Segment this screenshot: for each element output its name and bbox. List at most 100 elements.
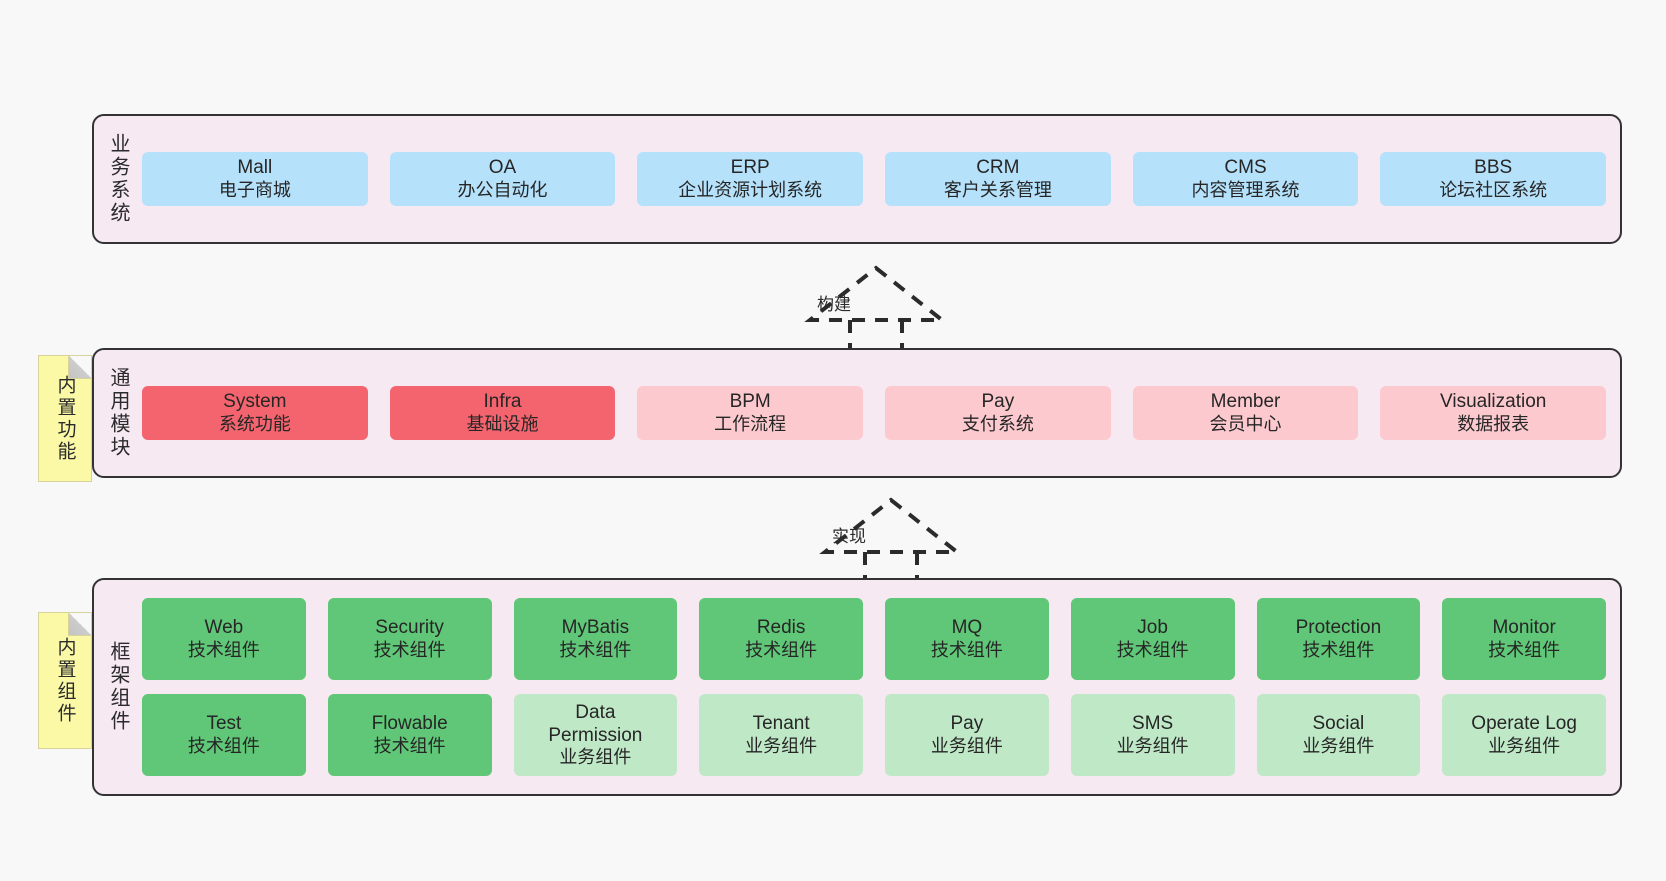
- card-mybatis-cn: 技术组件: [559, 639, 632, 660]
- card-job-cn: 技术组件: [1116, 639, 1189, 660]
- card-crm-en: CRM: [976, 157, 1020, 179]
- card-visualization-en: Visualization: [1440, 391, 1547, 413]
- card-tenant[interactable]: Tenant 业务组件: [699, 694, 863, 776]
- card-mall-en: Mall: [237, 157, 273, 179]
- card-protection-cn: 技术组件: [1302, 639, 1375, 660]
- card-cms-en: CMS: [1224, 157, 1267, 179]
- card-monitor-en: Monitor: [1492, 617, 1556, 639]
- row-business-components: Test 技术组件 Flowable 技术组件 Data Permission …: [142, 694, 1606, 776]
- card-member-en: Member: [1210, 391, 1281, 413]
- card-mall-cn: 电子商城: [218, 179, 291, 200]
- card-pay-module[interactable]: Pay 支付系统: [885, 386, 1111, 440]
- layer-body-framework-components: Web 技术组件 Security 技术组件 MyBatis 技术组件 Redi…: [142, 580, 1620, 794]
- layer-business-systems: 业务系统 Mall 电子商城 OA 办公自动化 ERP 企业资源计划系统 CRM…: [92, 114, 1622, 244]
- card-system-en: System: [223, 391, 287, 413]
- card-oa-cn: 办公自动化: [457, 179, 548, 200]
- card-redis[interactable]: Redis 技术组件: [699, 598, 863, 680]
- note-builtin-features: 内置功能: [38, 355, 92, 482]
- card-visualization-cn: 数据报表: [1457, 413, 1530, 434]
- card-cms-cn: 内容管理系统: [1191, 179, 1300, 200]
- card-redis-cn: 技术组件: [745, 639, 818, 660]
- card-flowable-cn: 技术组件: [373, 735, 446, 756]
- layer-title-framework-components: 框架组件: [107, 641, 129, 733]
- card-social-en: Social: [1312, 713, 1365, 735]
- card-crm-cn: 客户关系管理: [943, 179, 1052, 200]
- card-web[interactable]: Web 技术组件: [142, 598, 306, 680]
- card-bbs[interactable]: BBS 论坛社区系统: [1380, 152, 1607, 206]
- card-pay-component-en: Pay: [950, 713, 984, 735]
- layer-framework-components: 框架组件 Web 技术组件 Security 技术组件 MyBatis 技术组件…: [92, 578, 1622, 796]
- card-data-permission-cn: 业务组件: [559, 747, 632, 768]
- card-infra[interactable]: Infra 基础设施: [389, 386, 616, 440]
- card-infra-cn: 基础设施: [466, 413, 539, 434]
- card-operate-log-cn: 业务组件: [1488, 735, 1561, 756]
- card-cms[interactable]: CMS 内容管理系统: [1132, 152, 1359, 206]
- card-pay-module-en: Pay: [981, 391, 1015, 413]
- card-protection-en: Protection: [1295, 617, 1382, 639]
- card-redis-en: Redis: [756, 617, 806, 639]
- card-tenant-cn: 业务组件: [745, 735, 818, 756]
- card-system-cn: 系统功能: [218, 413, 291, 434]
- card-tenant-en: Tenant: [752, 713, 810, 735]
- card-social-cn: 业务组件: [1302, 735, 1375, 756]
- card-pay-component[interactable]: Pay 业务组件: [885, 694, 1049, 776]
- card-infra-en: Infra: [483, 391, 522, 413]
- card-job-en: Job: [1137, 617, 1168, 639]
- connector-implement-label: 实现: [832, 527, 866, 546]
- card-erp-en: ERP: [730, 157, 770, 179]
- card-flowable[interactable]: Flowable 技术组件: [327, 694, 492, 776]
- card-monitor[interactable]: Monitor 技术组件: [1442, 598, 1606, 680]
- layer-body-common-modules: System 系统功能 Infra 基础设施 BPM 工作流程 Pay 支付系统…: [142, 350, 1620, 476]
- card-operate-log[interactable]: Operate Log 业务组件: [1442, 694, 1606, 776]
- card-mq-en: MQ: [951, 617, 983, 639]
- card-data-permission-en: Data Permission: [548, 701, 643, 747]
- card-oa-en: OA: [488, 157, 517, 179]
- card-bpm-cn: 工作流程: [714, 413, 787, 434]
- card-web-en: Web: [204, 617, 244, 639]
- card-member[interactable]: Member 会员中心: [1132, 386, 1359, 440]
- card-protection[interactable]: Protection 技术组件: [1256, 598, 1421, 680]
- card-bbs-en: BBS: [1474, 157, 1513, 179]
- card-mq[interactable]: MQ 技术组件: [885, 598, 1049, 680]
- card-crm[interactable]: CRM 客户关系管理: [885, 152, 1111, 206]
- card-visualization[interactable]: Visualization 数据报表: [1380, 386, 1607, 440]
- card-sms-cn: 业务组件: [1116, 735, 1189, 756]
- card-erp[interactable]: ERP 企业资源计划系统: [637, 152, 864, 206]
- layer-title-business-systems: 业务系统: [107, 133, 129, 225]
- card-member-cn: 会员中心: [1209, 413, 1282, 434]
- card-bbs-cn: 论坛社区系统: [1439, 179, 1548, 200]
- card-web-cn: 技术组件: [187, 639, 260, 660]
- card-monitor-cn: 技术组件: [1488, 639, 1561, 660]
- card-test-cn: 技术组件: [187, 735, 260, 756]
- card-social[interactable]: Social 业务组件: [1256, 694, 1421, 776]
- row-common-modules: System 系统功能 Infra 基础设施 BPM 工作流程 Pay 支付系统…: [142, 386, 1607, 440]
- card-bpm[interactable]: BPM 工作流程: [637, 386, 864, 440]
- card-operate-log-en: Operate Log: [1471, 713, 1577, 735]
- card-security-cn: 技术组件: [373, 639, 446, 660]
- card-security-en: Security: [375, 617, 444, 639]
- card-bpm-en: BPM: [729, 391, 771, 413]
- card-pay-module-cn: 支付系统: [961, 413, 1034, 434]
- note-builtin-components: 内置组件: [38, 612, 92, 749]
- card-test-en: Test: [206, 713, 242, 735]
- card-mall[interactable]: Mall 电子商城: [142, 152, 368, 206]
- connector-build-label: 构建: [817, 295, 851, 314]
- card-data-permission[interactable]: Data Permission 业务组件: [513, 694, 678, 776]
- card-test[interactable]: Test 技术组件: [142, 694, 306, 776]
- card-security[interactable]: Security 技术组件: [327, 598, 492, 680]
- card-sms[interactable]: SMS 业务组件: [1070, 694, 1235, 776]
- row-tech-components: Web 技术组件 Security 技术组件 MyBatis 技术组件 Redi…: [142, 598, 1606, 680]
- card-pay-component-cn: 业务组件: [930, 735, 1003, 756]
- layer-common-modules: 通用模块 System 系统功能 Infra 基础设施 BPM 工作流程 Pay…: [92, 348, 1622, 478]
- card-job[interactable]: Job 技术组件: [1070, 598, 1235, 680]
- layer-body-business-systems: Mall 电子商城 OA 办公自动化 ERP 企业资源计划系统 CRM 客户关系…: [142, 116, 1620, 242]
- card-mq-cn: 技术组件: [930, 639, 1003, 660]
- card-sms-en: SMS: [1132, 713, 1174, 735]
- layer-title-common-modules: 通用模块: [107, 367, 129, 459]
- row-business-systems: Mall 电子商城 OA 办公自动化 ERP 企业资源计划系统 CRM 客户关系…: [142, 152, 1607, 206]
- card-system[interactable]: System 系统功能: [142, 386, 368, 440]
- card-mybatis[interactable]: MyBatis 技术组件: [513, 598, 678, 680]
- card-erp-cn: 企业资源计划系统: [678, 179, 823, 200]
- card-oa[interactable]: OA 办公自动化: [389, 152, 616, 206]
